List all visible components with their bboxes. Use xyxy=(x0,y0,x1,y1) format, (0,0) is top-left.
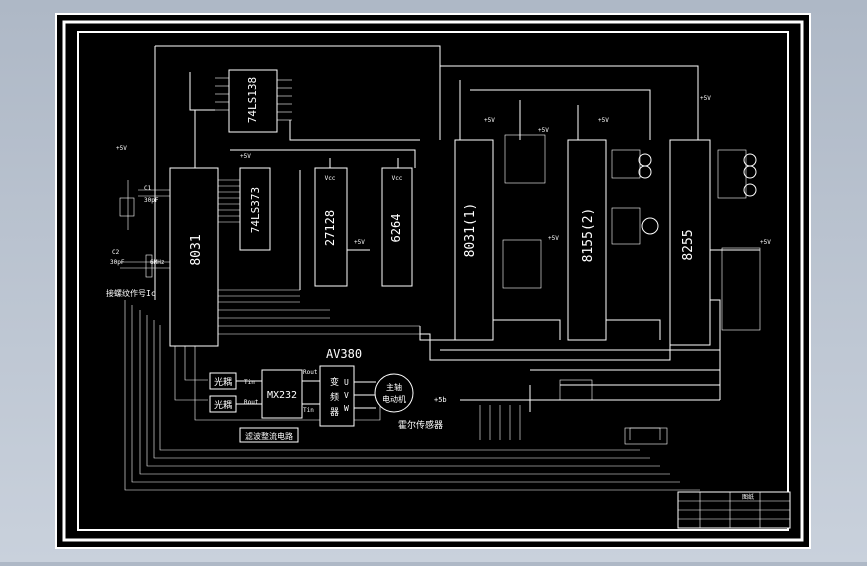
indicator-symbols xyxy=(638,153,757,235)
thread-signal-label: 接螺纹作号Ic xyxy=(106,288,156,298)
filter-circuit-box xyxy=(239,427,299,443)
c2-label: C2 xyxy=(112,249,120,256)
vcc-label-10: +5b xyxy=(434,396,447,404)
vcc-label-7: +5V xyxy=(548,235,559,242)
inverter-wires xyxy=(236,380,376,409)
motor-label-1: 主轴 xyxy=(386,382,402,392)
inverter-model-label: AV380 xyxy=(326,347,362,361)
motor-label-2: 电动机 xyxy=(382,394,406,404)
eprom-label: 27128 xyxy=(323,210,337,246)
ppi-label: 8255 xyxy=(681,229,696,260)
vcc-label-9: +5V xyxy=(760,239,771,246)
sheet-inner-border xyxy=(77,31,789,531)
mx232-label: MX232 xyxy=(267,390,297,401)
inverter-box xyxy=(319,365,355,427)
vcc-label-2: +5V xyxy=(240,153,251,160)
mx-rout-left: Rout xyxy=(244,399,259,406)
crystal-label: 6MHz xyxy=(150,259,165,266)
c1-value: 30pF xyxy=(144,197,159,204)
ppi-8255-chip: 8255 xyxy=(669,139,711,346)
eprom-27128-chip: Vcc 27128 xyxy=(314,167,348,287)
ls138-label: 74LS138 xyxy=(246,77,259,123)
title-block-label: 图纸 xyxy=(742,493,754,501)
ls373-label: 74LS373 xyxy=(249,187,262,233)
sram-6264-chip: Vcc 6264 xyxy=(381,167,413,287)
harness-lines xyxy=(124,300,700,491)
c1-label: C1 xyxy=(144,185,152,192)
mx-tin-left: Tin xyxy=(244,379,255,386)
vcc-label-1: +5V xyxy=(116,145,127,152)
mx232-box xyxy=(261,369,303,419)
inverter-pin-v: V xyxy=(344,391,349,400)
cpu-label: 8031 xyxy=(189,234,204,265)
c2-value: 30pF xyxy=(110,259,125,266)
inverter-char-3: 器 xyxy=(330,407,339,418)
mx-rout-top: Rout xyxy=(303,369,318,376)
mx-tin-bottom: Tin xyxy=(303,407,314,414)
inverter-pin-w: W xyxy=(344,404,349,413)
vcc-label-4: +5V xyxy=(484,117,495,124)
title-block: 图纸 xyxy=(677,491,791,529)
eprom-vcc: Vcc xyxy=(325,175,336,182)
vcc-label-6: +5V xyxy=(598,117,609,124)
pin-clusters xyxy=(502,134,761,445)
vcc-label-5: +5V xyxy=(538,127,549,134)
ls138-chip: 74LS138 xyxy=(215,69,292,133)
sheet-frame-white xyxy=(62,20,804,542)
vcc-label-3: +5V xyxy=(354,239,365,246)
inverter-char-1: 变 xyxy=(330,376,339,388)
cpu-8031-chip: 8031 xyxy=(169,167,420,347)
sram-label: 6264 xyxy=(389,214,403,243)
vcc-label-8: +5V xyxy=(700,95,711,102)
filter-circuit-label: 滤波整流电路 xyxy=(245,431,293,441)
sram-vcc: Vcc xyxy=(392,175,403,182)
inverter-pin-u: U xyxy=(344,378,349,387)
inverter-char-2: 频 xyxy=(330,391,339,403)
ls373-chip: 74LS373 xyxy=(239,167,271,251)
spindle-motor-symbol xyxy=(374,373,414,413)
pio1-label: 8155(2) xyxy=(581,208,596,263)
cpu2-8031-chip: 8031(1) xyxy=(454,139,494,341)
hall-sensor-label: 霍尔传感器 xyxy=(398,419,443,431)
optocoupler-1-label: 光耦 xyxy=(214,376,232,388)
pio-8155-chip: 8155(2) xyxy=(567,139,607,341)
cpu2-label: 8031(1) xyxy=(463,203,478,258)
oscillator-circuit xyxy=(119,180,170,278)
optocoupler-2-label: 光耦 xyxy=(214,399,232,411)
